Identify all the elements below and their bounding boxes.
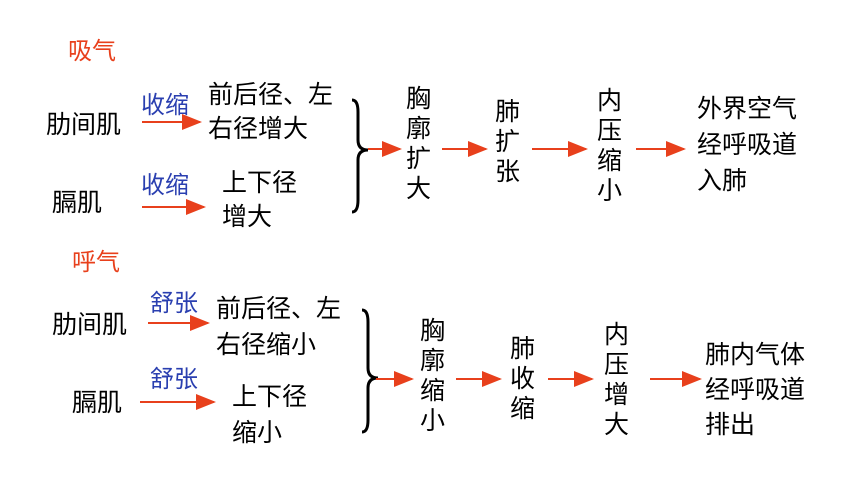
inhale-result-line2: 经呼吸道 — [697, 130, 798, 159]
inhale-lung-change: 肺 扩 张 — [495, 97, 521, 186]
inhale-title: 吸气 — [68, 37, 116, 65]
inhale-pressure-change: 内 压 缩 小 — [597, 86, 623, 205]
inhale-action-intercostal: 收缩 — [141, 91, 189, 119]
inhale-result-line3: 入肺 — [697, 166, 748, 195]
inhale-muscle-diaphragm: 膈肌 — [52, 188, 103, 217]
exhale-action-intercostal: 舒张 — [150, 289, 198, 317]
exhale-muscle-diaphragm: 膈肌 — [72, 388, 123, 417]
exhale-brace — [361, 308, 379, 434]
exhale-effect-diaphragm-line1: 上下径 — [232, 382, 308, 411]
exhale-result-line3: 排出 — [705, 410, 756, 439]
exhale-title: 呼气 — [72, 248, 120, 276]
inhale-effect-intercostal-line2: 右径增大 — [208, 114, 309, 143]
inhale-result-line1: 外界空气 — [697, 94, 798, 123]
inhale-effect-diaphragm-line1: 上下径 — [222, 168, 298, 197]
exhale-result-line2: 经呼吸道 — [705, 375, 806, 404]
exhale-action-diaphragm: 舒张 — [150, 365, 198, 393]
exhale-muscle-intercostal: 肋间肌 — [52, 310, 128, 339]
exhale-pressure-change: 内 压 增 大 — [604, 320, 630, 439]
inhale-effect-intercostal-line1: 前后径、左 — [208, 80, 334, 109]
exhale-effect-intercostal-line1: 前后径、左 — [216, 294, 342, 323]
exhale-result-line1: 肺内气体 — [705, 340, 806, 369]
inhale-effect-diaphragm-line2: 增大 — [222, 202, 273, 231]
inhale-action-diaphragm: 收缩 — [141, 171, 189, 199]
exhale-chest-change: 胸 廓 缩 小 — [420, 316, 446, 435]
inhale-muscle-intercostal: 肋间肌 — [46, 110, 122, 139]
exhale-lung-change: 肺 收 缩 — [510, 334, 536, 423]
inhale-brace — [351, 98, 369, 214]
exhale-effect-intercostal-line2: 右径缩小 — [216, 330, 317, 359]
exhale-effect-diaphragm-line2: 缩小 — [232, 418, 283, 447]
inhale-chest-change: 胸 廓 扩 大 — [406, 84, 432, 203]
